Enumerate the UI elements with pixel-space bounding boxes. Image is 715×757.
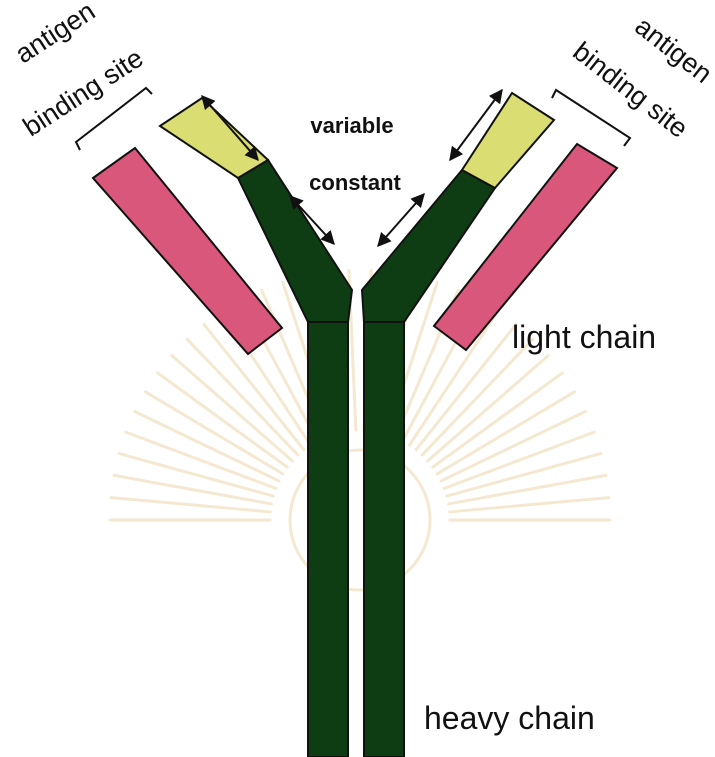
antigen-label-left: antigen	[10, 0, 101, 69]
heavy-chain-left-stem	[308, 305, 348, 757]
watermark-rays	[110, 270, 610, 520]
heavy-chain-right-variable	[462, 93, 554, 188]
watermark-ray	[187, 339, 298, 455]
antigen-label-right: antigen	[629, 11, 715, 89]
heavy-chain-right-stem	[364, 305, 404, 757]
watermark-ray	[422, 339, 533, 455]
light-chain-label: light chain	[512, 319, 656, 355]
heavy-chain-label: heavy chain	[424, 700, 595, 736]
variable-label: variable	[310, 113, 393, 138]
constant-label: constant	[309, 170, 401, 195]
